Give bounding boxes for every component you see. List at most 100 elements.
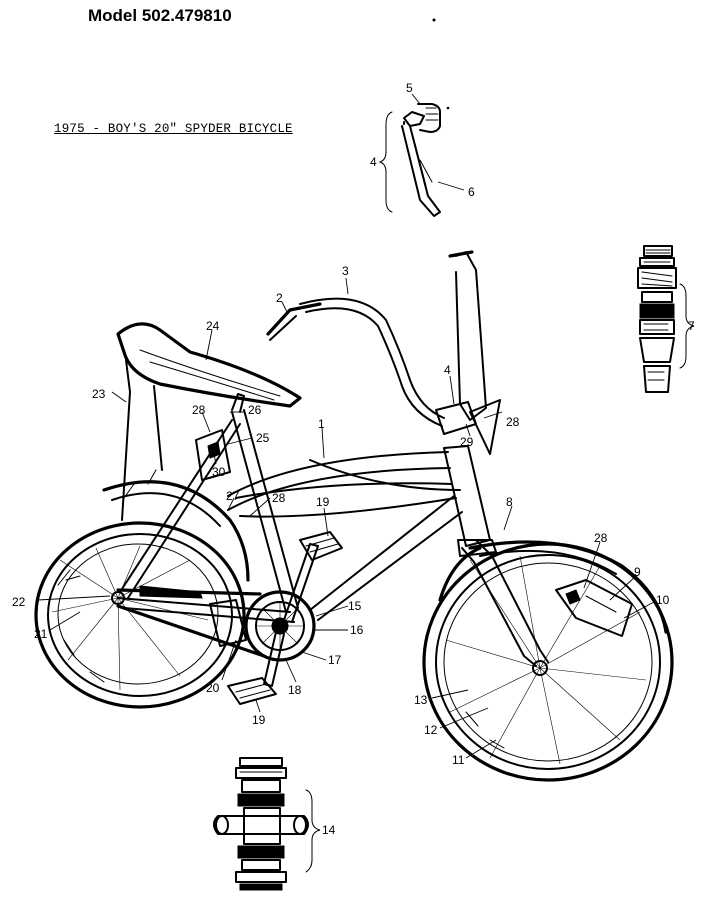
upper-pedal xyxy=(299,531,343,561)
rear-spokes xyxy=(51,545,209,691)
callout-16: 16 xyxy=(350,623,364,637)
rear-reflector xyxy=(195,429,231,481)
callout-1: 1 xyxy=(318,417,325,431)
callout-14: 14 xyxy=(322,823,336,837)
frame xyxy=(117,409,491,623)
callout-19-upper: 19 xyxy=(316,495,330,509)
leader-29 xyxy=(465,423,471,437)
rear-reflector-spot xyxy=(207,441,221,459)
rear-tire-label xyxy=(65,575,81,581)
reflector-spot xyxy=(565,589,581,605)
top-tube-lower xyxy=(227,467,451,511)
callout-17: 17 xyxy=(328,653,342,667)
lower-pedal xyxy=(227,677,277,705)
leader-3 xyxy=(345,277,349,295)
fork-right-blade xyxy=(475,539,549,663)
leader-25 xyxy=(227,437,253,445)
leader-28a xyxy=(201,411,211,433)
headset-lower-cup xyxy=(639,337,675,363)
leader-30 xyxy=(213,453,217,465)
bb-axle-end-left xyxy=(215,815,229,835)
leader-13 xyxy=(431,689,469,699)
leader-1 xyxy=(321,427,325,459)
diagram-subtitle: 1975 - BOY'S 20" SPYDER BICYCLE xyxy=(54,122,293,136)
front-reflector xyxy=(555,579,633,637)
front-spokes xyxy=(445,555,647,765)
headset-detail xyxy=(637,245,695,393)
bb-locknut xyxy=(235,871,287,883)
rear-tire-inner xyxy=(47,533,233,697)
rear-wheel xyxy=(34,521,246,709)
headset-cup-lines xyxy=(645,249,671,254)
leader-11 xyxy=(465,739,497,759)
callout-28-frame: 28 xyxy=(272,491,286,505)
callout-19-lower: 19 xyxy=(252,713,266,727)
chain-stay xyxy=(117,597,295,623)
banana-seat xyxy=(116,322,302,408)
headset-cone-lines xyxy=(643,323,669,331)
callout-29: 29 xyxy=(460,435,474,449)
chainring xyxy=(244,590,316,662)
callout-8: 8 xyxy=(506,495,513,509)
sissy-bar-right xyxy=(153,385,163,471)
bracket-14 xyxy=(305,789,321,873)
callout-27: 27 xyxy=(226,489,240,503)
leader-4b xyxy=(449,375,455,405)
grip-edge xyxy=(269,315,297,341)
fork-crown xyxy=(457,539,497,557)
callout-10: 10 xyxy=(656,593,670,607)
leader-2 xyxy=(281,301,289,315)
front-reflector-bracket xyxy=(469,399,501,455)
lower-pedal-tread xyxy=(235,683,271,699)
bb-nut xyxy=(239,757,283,767)
callout-26: 26 xyxy=(248,403,262,417)
leader-27 xyxy=(227,497,235,511)
callout-13: 13 xyxy=(414,693,428,707)
bb-bearing-bottom xyxy=(237,845,285,859)
leader-28b xyxy=(249,497,271,517)
frame-arc-1 xyxy=(309,459,461,491)
leader-23 xyxy=(111,391,127,403)
down-tube xyxy=(309,495,463,621)
front-tire-highlight xyxy=(438,546,482,602)
seat-tube xyxy=(231,409,299,613)
callout-28-front: 28 xyxy=(506,415,520,429)
leader-18 xyxy=(285,659,297,683)
chain-guard xyxy=(209,599,247,647)
leader-28d xyxy=(583,541,601,589)
callout-28-fender: 28 xyxy=(594,531,608,545)
top-tube-upper xyxy=(227,451,449,497)
leader-15 xyxy=(315,605,349,617)
handlebar-right-grip xyxy=(448,250,474,258)
callout-12: 12 xyxy=(424,723,438,737)
chain xyxy=(116,588,266,658)
crank-arm-upper xyxy=(283,543,319,623)
bracket-7 xyxy=(679,283,695,369)
leader-21 xyxy=(49,611,81,631)
front-tire-inner xyxy=(435,554,661,770)
leader-5 xyxy=(411,93,421,105)
bracket-4 xyxy=(378,111,393,213)
bb-axle-end-right xyxy=(293,815,307,835)
front-tread-marks xyxy=(465,711,505,749)
leader-10 xyxy=(623,601,655,619)
headset-bearing xyxy=(639,303,675,319)
callout-22: 22 xyxy=(12,595,26,609)
handlebar-left-inner xyxy=(305,307,443,427)
bb-bottom-nut xyxy=(239,883,283,891)
speck xyxy=(432,18,436,22)
seat-post xyxy=(231,393,245,413)
bb-cup xyxy=(241,859,281,871)
front-hub xyxy=(532,660,548,676)
leader-20 xyxy=(221,639,237,681)
seat-stay xyxy=(119,419,241,599)
leader-24 xyxy=(205,329,213,361)
leader-17 xyxy=(301,651,327,661)
callout-20: 20 xyxy=(206,681,220,695)
stem-threads xyxy=(425,107,439,121)
upper-pedal-tread xyxy=(305,537,339,553)
leader-19b xyxy=(255,699,261,713)
callout-6: 6 xyxy=(468,185,475,199)
model-title: Model 502.479810 xyxy=(88,6,232,25)
